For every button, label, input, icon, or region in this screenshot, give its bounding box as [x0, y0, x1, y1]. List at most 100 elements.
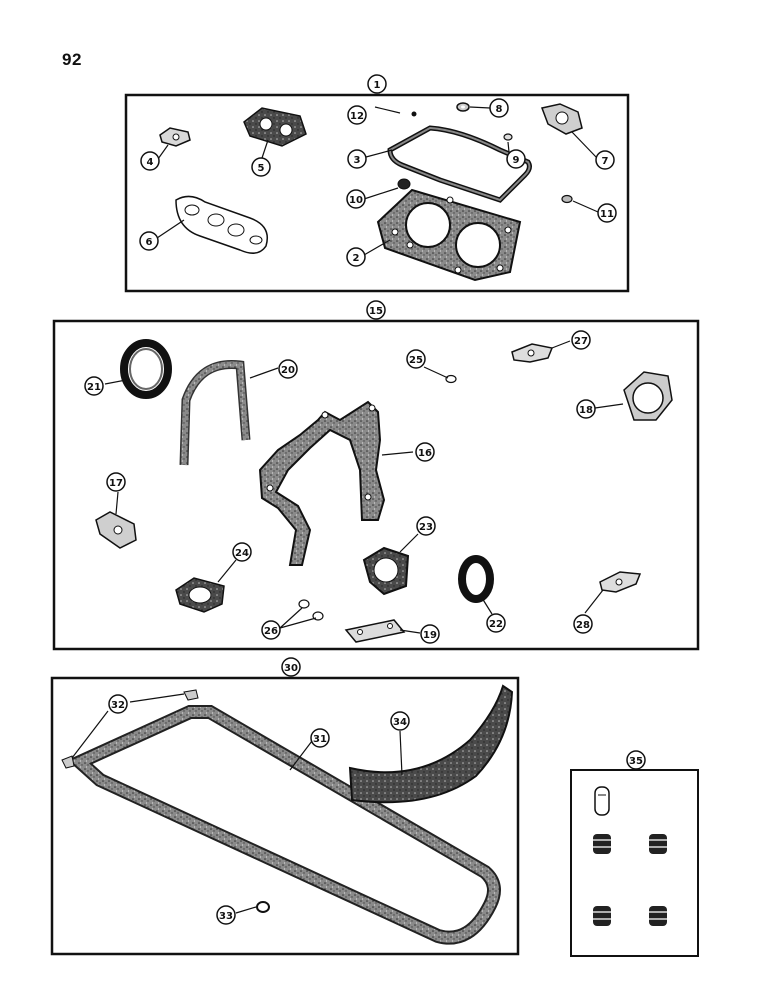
group-35-panel: [570, 769, 699, 957]
svg-text:5: 5: [258, 163, 265, 174]
svg-text:15: 15: [369, 306, 383, 317]
svg-text:34: 34: [393, 717, 407, 728]
leader-lines: [71, 106, 624, 914]
part-18-gasket: [623, 371, 673, 421]
part-22-seal: [458, 555, 494, 603]
callout-19: 19: [420, 624, 440, 644]
part-32-tabs: [61, 689, 199, 769]
callout-34: 34: [390, 711, 410, 731]
callout-6: 6: [139, 231, 159, 251]
page-number: 92: [62, 50, 82, 69]
svg-text:26: 26: [264, 626, 278, 637]
part-26-rings: [298, 599, 324, 621]
part-24-gasket: [175, 577, 225, 613]
svg-text:22: 22: [489, 619, 503, 630]
callout-33: 33: [216, 905, 236, 925]
svg-text:31: 31: [313, 734, 327, 745]
svg-text:20: 20: [281, 365, 295, 376]
part-12-ball: [411, 111, 417, 117]
group-15-panel: [52, 319, 700, 651]
svg-text:4: 4: [147, 157, 154, 168]
part-6-manifold-gasket: [175, 195, 268, 254]
group-callout-35: 35: [626, 750, 646, 770]
svg-text:17: 17: [109, 478, 123, 489]
group-callout-30: 30: [281, 657, 301, 677]
callout-5: 5: [251, 157, 271, 177]
part-16-timing-cover-gasket: [258, 400, 386, 566]
callout-10: 10: [346, 189, 366, 209]
callout-3: 3: [347, 149, 367, 169]
callout-18: 18: [576, 399, 596, 419]
callout-32: 32: [108, 694, 128, 714]
svg-text:11: 11: [600, 209, 614, 220]
callout-25: 25: [406, 349, 426, 369]
part-25-ring: [445, 374, 457, 384]
callout-9: 9: [506, 149, 526, 169]
part-11-washer: [561, 194, 573, 204]
group-1-panel: [124, 93, 630, 293]
svg-text:16: 16: [418, 448, 432, 459]
callout-16: 16: [415, 442, 435, 462]
part-19-plate: [344, 619, 406, 643]
part-31-oil-pan-gasket: [67, 705, 501, 945]
group-30-panel: [50, 676, 520, 956]
callout-20: 20: [278, 359, 298, 379]
part-35-valve-seals: [593, 786, 667, 926]
svg-text:33: 33: [219, 911, 233, 922]
callout-2: 2: [346, 247, 366, 267]
callout-27: 27: [571, 330, 591, 350]
part-5-gasket: [243, 107, 307, 147]
part-10-seal: [397, 178, 411, 190]
svg-text:24: 24: [235, 548, 249, 559]
svg-text:21: 21: [87, 382, 101, 393]
svg-text:30: 30: [284, 663, 298, 674]
callout-12: 12: [347, 105, 367, 125]
svg-text:2: 2: [353, 253, 360, 264]
svg-text:25: 25: [409, 355, 423, 366]
callout-11: 11: [597, 203, 617, 223]
svg-text:28: 28: [576, 620, 590, 631]
callout-8: 8: [489, 98, 509, 118]
svg-text:32: 32: [111, 700, 125, 711]
part-2-head-gasket: [376, 188, 522, 282]
callout-4: 4: [140, 151, 160, 171]
part-8-washer: [456, 102, 470, 112]
part-9-washer: [503, 133, 513, 141]
part-3-cover-gasket: [387, 125, 532, 203]
part-4-gasket: [159, 127, 191, 147]
callout-31: 31: [310, 728, 330, 748]
svg-text:19: 19: [423, 630, 437, 641]
part-21-seal: [120, 339, 172, 399]
svg-text:1: 1: [374, 80, 381, 91]
svg-text:10: 10: [349, 195, 363, 206]
part-7-gasket: [540, 103, 583, 135]
svg-text:12: 12: [350, 111, 364, 122]
svg-text:3: 3: [354, 155, 361, 166]
part-28-gasket: [599, 571, 642, 593]
part-20-rope-seal: [179, 359, 251, 466]
svg-text:7: 7: [602, 156, 609, 167]
callout-7: 7: [595, 150, 615, 170]
group-callout-1: 1: [367, 74, 387, 94]
callout-24: 24: [232, 542, 252, 562]
svg-text:18: 18: [579, 405, 593, 416]
svg-text:9: 9: [513, 155, 520, 166]
callout-28: 28: [573, 614, 593, 634]
part-33-o-ring: [256, 901, 270, 913]
svg-text:35: 35: [629, 756, 643, 767]
callout-22: 22: [486, 613, 506, 633]
svg-text:23: 23: [419, 522, 433, 533]
part-34-rear-seal: [348, 684, 514, 804]
callout-17: 17: [106, 472, 126, 492]
svg-text:8: 8: [496, 104, 503, 115]
callout-21: 21: [84, 376, 104, 396]
svg-text:27: 27: [574, 336, 588, 347]
part-27-gasket: [511, 343, 554, 363]
callout-26: 26: [261, 620, 281, 640]
part-23-gasket: [362, 546, 410, 596]
part-17-gasket: [95, 511, 137, 549]
callout-23: 23: [416, 516, 436, 536]
svg-text:6: 6: [146, 237, 153, 248]
group-callout-15: 15: [366, 300, 386, 320]
